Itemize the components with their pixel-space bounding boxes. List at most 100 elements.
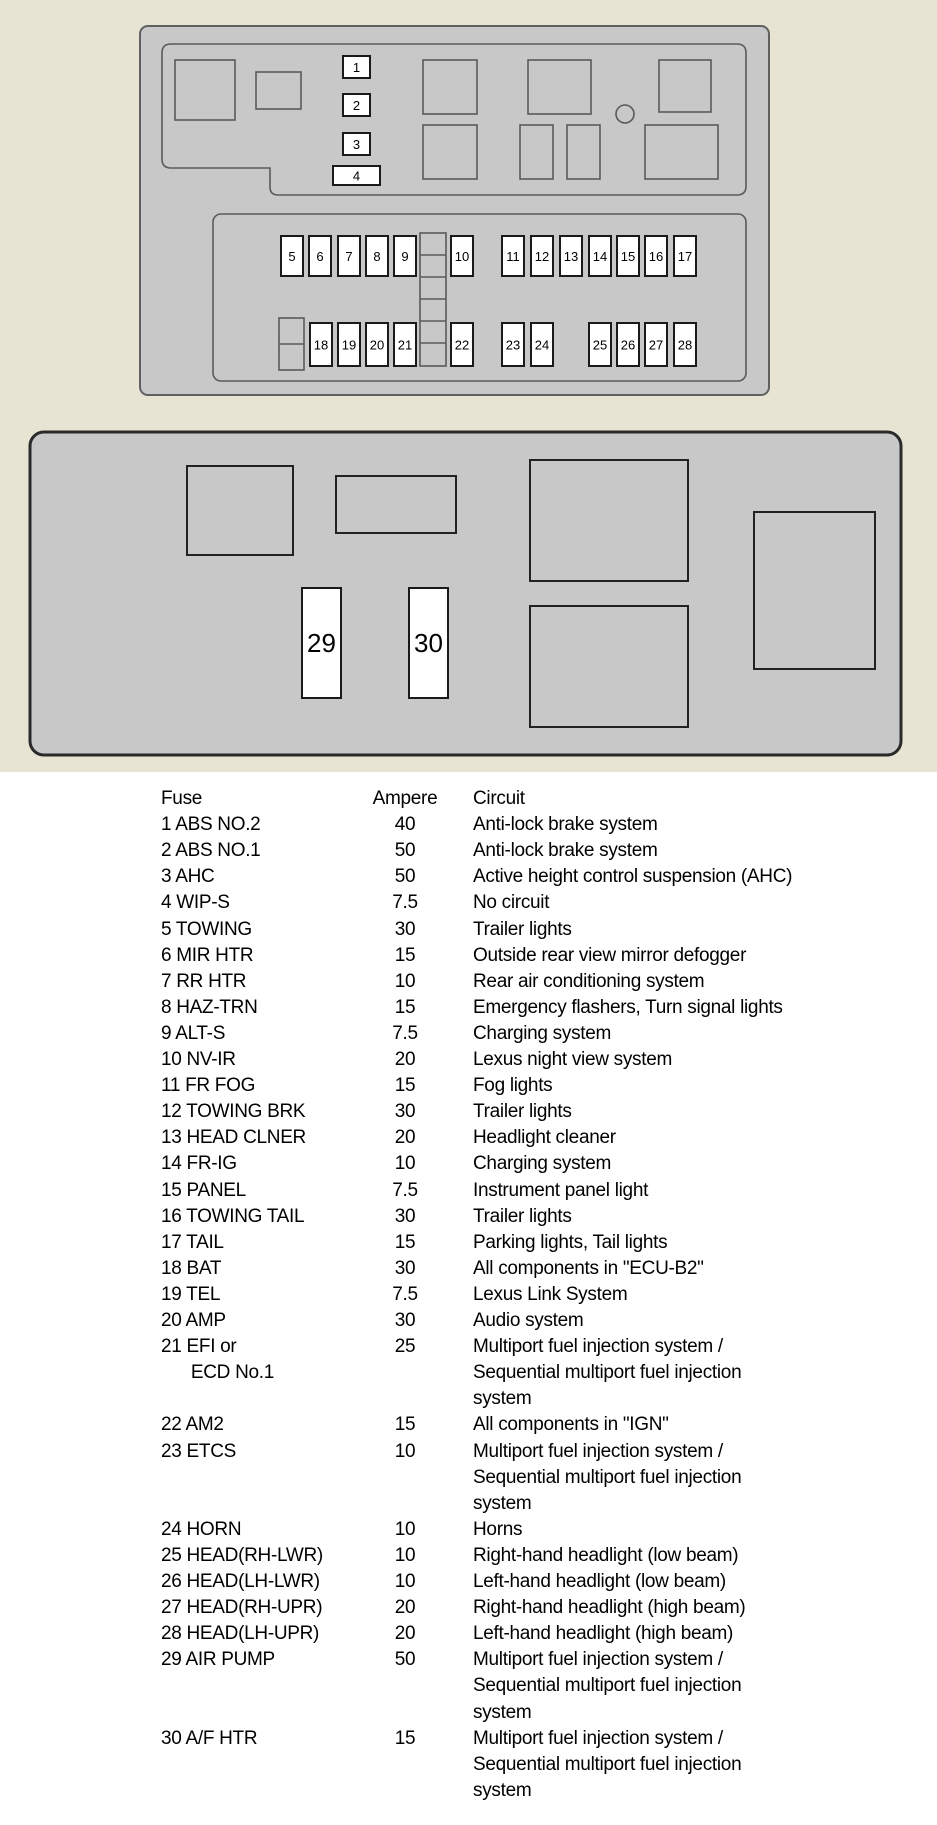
cell-circuit: Right-hand headlight (high beam) <box>473 1597 746 1619</box>
cell-fuse: 14 FR-IG <box>161 1153 237 1175</box>
cell-circuit: Anti-lock brake system <box>473 814 658 836</box>
cell-fuse: 7 RR HTR <box>161 970 247 992</box>
table-row: system <box>0 1778 937 1804</box>
cell-fuse: 4 WIP-S <box>161 892 230 914</box>
cell-ampere: 10 <box>394 1153 416 1175</box>
fuse-number-label: 13 <box>564 249 578 264</box>
cell-ampere: 40 <box>394 814 416 836</box>
cell-ampere: 10 <box>394 1571 416 1592</box>
fuse-number-label: 26 <box>621 338 635 353</box>
fuse-20 <box>365 322 389 367</box>
cell-fuse: 29 AIR PUMP <box>161 1649 275 1671</box>
fuse-22 <box>450 322 474 367</box>
cell-circuit: Instrument panel light <box>473 1179 649 1201</box>
fuse-24 <box>530 322 554 367</box>
cell-ampere: 30 <box>394 1257 416 1279</box>
cell-fuse: 8 HAZ-TRN <box>161 996 258 1018</box>
fuse-number-label: 11 <box>506 249 520 264</box>
cell-ampere: 7.5 <box>392 1022 418 1044</box>
cell-fuse: 22 AM2 <box>161 1414 224 1436</box>
cell-ampere: 15 <box>394 1414 416 1436</box>
cell-circuit: All components in "IGN" <box>473 1414 669 1436</box>
cell-circuit: Active height control suspension (AHC) <box>473 866 793 888</box>
cell-circuit: Right-hand headlight (low beam) <box>473 1544 739 1566</box>
cell-ampere: 15 <box>394 1231 416 1253</box>
cell-circuit: system <box>473 1388 532 1410</box>
cell-ampere: 15 <box>394 996 416 1018</box>
cell-circuit: Emergency flashers, Turn signal lights <box>473 996 783 1018</box>
relay-block <box>422 59 478 115</box>
cell-circuit: Sequential multiport fuel injection <box>473 1362 742 1384</box>
cell-fuse: 18 BAT <box>161 1257 222 1279</box>
fuse-number-label: 16 <box>649 249 663 264</box>
cell-fuse: 6 MIR HTR <box>161 944 254 966</box>
cell-circuit: Fog lights <box>473 1075 553 1097</box>
cell-ampere: 25 <box>394 1336 416 1358</box>
cell-fuse: 12 TOWING BRK <box>161 1101 306 1123</box>
relay-block <box>753 511 876 670</box>
cell-circuit: Anti-lock brake system <box>473 840 658 862</box>
fuse-19 <box>337 322 361 367</box>
table-row: 22 AM2 15 All components in "IGN" <box>0 1412 937 1438</box>
cell-ampere: 30 <box>394 918 416 940</box>
cell-ampere: 20 <box>394 1049 416 1070</box>
cell-ampere: 15 <box>394 944 416 966</box>
cell-ampere: 7.5 <box>392 892 418 914</box>
cell-ampere: 30 <box>394 1310 416 1331</box>
cell-ampere: 15 <box>394 1727 416 1749</box>
cell-fuse: 23 ETCS <box>161 1440 236 1462</box>
relay-block <box>529 605 689 728</box>
relay-block <box>255 71 302 110</box>
cell-circuit: Audio system <box>473 1310 584 1331</box>
cell-fuse: 11 FR FOG <box>161 1075 256 1097</box>
fuse-number-label: 22 <box>455 338 469 353</box>
fuse-number-label: 7 <box>345 249 352 264</box>
column-header-fuse: Fuse <box>161 788 203 809</box>
cell-ampere: 20 <box>394 1623 416 1645</box>
fuse-number-label: 30 <box>414 628 443 658</box>
cell-circuit: No circuit <box>473 892 550 914</box>
cell-ampere: 10 <box>394 970 416 992</box>
cell-fuse: 2 ABS NO.1 <box>161 840 261 862</box>
fuse-number-label: 28 <box>678 338 692 353</box>
fuse-number-label: 9 <box>401 249 408 264</box>
cell-circuit: Charging system <box>473 1022 612 1044</box>
cell-circuit: Sequential multiport fuel injection <box>473 1753 742 1775</box>
cell-circuit: All components in "ECU-B2" <box>473 1257 704 1279</box>
table-row: system <box>0 1386 937 1412</box>
fuse-number-label: 17 <box>678 249 692 264</box>
fuse-15 <box>616 235 640 277</box>
cell-fuse: 21 EFI or <box>161 1336 237 1358</box>
fuse-1 <box>342 55 371 79</box>
cell-ampere: 20 <box>394 1597 416 1619</box>
table-row: Sequential multiport fuel injection <box>0 1752 937 1778</box>
table-row: system <box>0 1491 937 1517</box>
cell-circuit: Trailer lights <box>473 918 572 940</box>
relay-block <box>186 465 294 556</box>
fuse-16 <box>644 235 668 277</box>
fuse-number-label: 10 <box>455 249 469 264</box>
fuse-5 <box>280 235 304 277</box>
cell-ampere: 20 <box>394 1127 416 1149</box>
cell-ampere: 10 <box>394 1544 416 1566</box>
fuse-number-label: 14 <box>593 249 607 264</box>
fuse-4 <box>332 165 381 186</box>
